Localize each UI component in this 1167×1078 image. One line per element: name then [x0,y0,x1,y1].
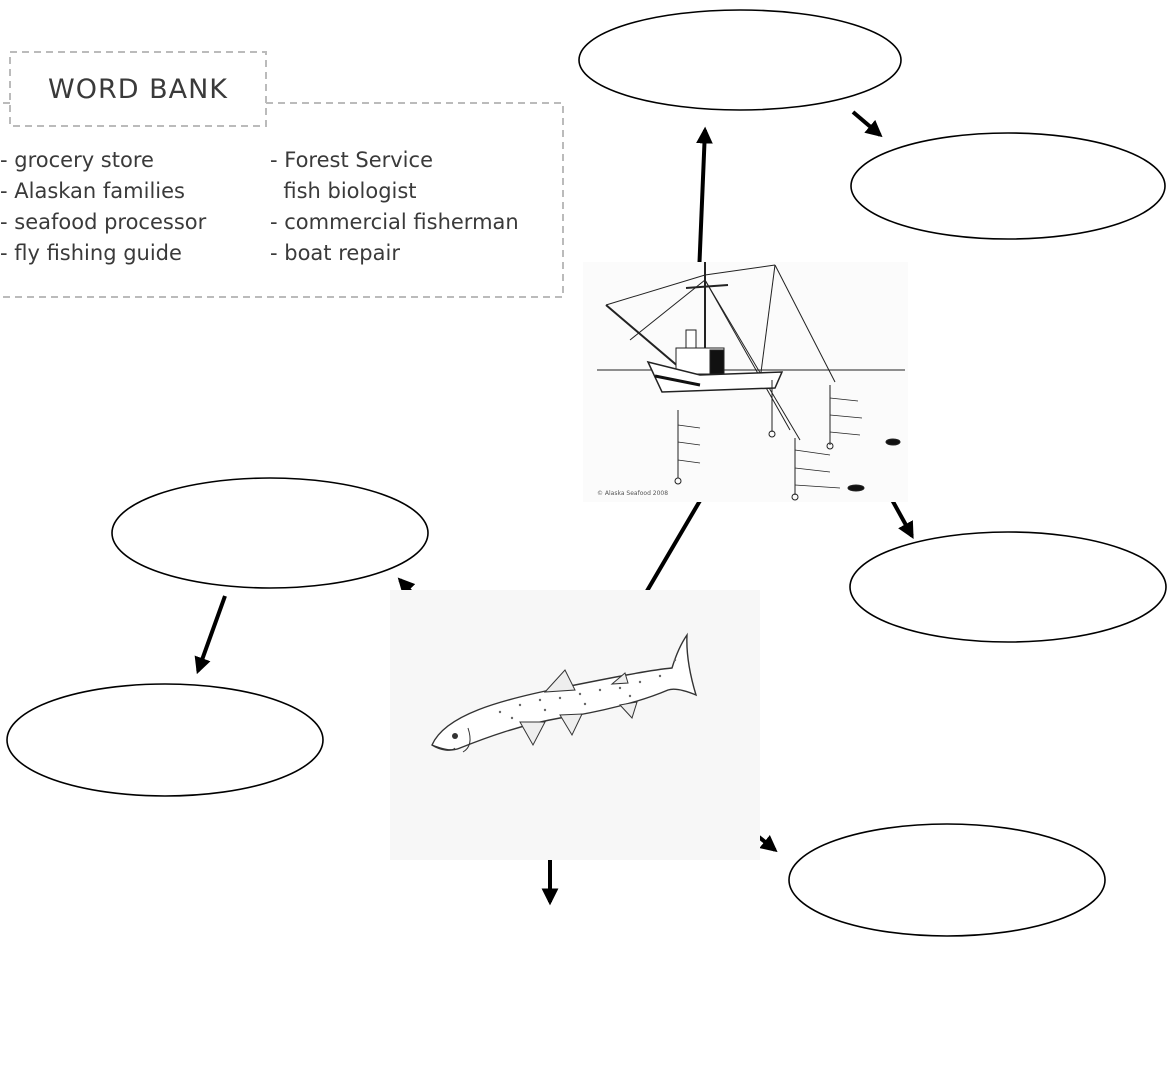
salmon-icon [390,590,760,860]
blank-bubble[interactable] [6,683,324,797]
word-bank-item: - fly fishing guide [0,241,182,265]
blank-bubble[interactable] [849,531,1167,643]
blank-bubble[interactable] [578,9,902,111]
word-bank-item: - Alaskan families [0,179,185,203]
boat-image-credit: © Alaska Seafood 2008 [597,490,669,497]
word-bank-right-column: - Forest Service fish biologist - commer… [270,145,519,269]
word-bank-item: - commercial fisherman [270,210,519,234]
blank-bubble[interactable] [111,477,429,589]
word-bank-item: - seafood processor [0,210,207,234]
fishing-boat-icon [583,262,908,502]
arrow [851,110,883,138]
word-bank-item: fish biologist [270,179,417,203]
blank-bubble[interactable] [788,823,1106,937]
arrow [194,595,227,675]
word-bank-item: - boat repair [270,241,400,265]
word-bank-left-column: - grocery store - Alaskan families - sea… [0,145,206,269]
word-bank-item: - grocery store [0,148,154,172]
word-bank-item: - Forest Service [270,148,433,172]
word-bank-box [0,51,564,298]
blank-bubble[interactable] [850,132,1166,240]
word-bank-title: WORD BANK [48,73,228,105]
